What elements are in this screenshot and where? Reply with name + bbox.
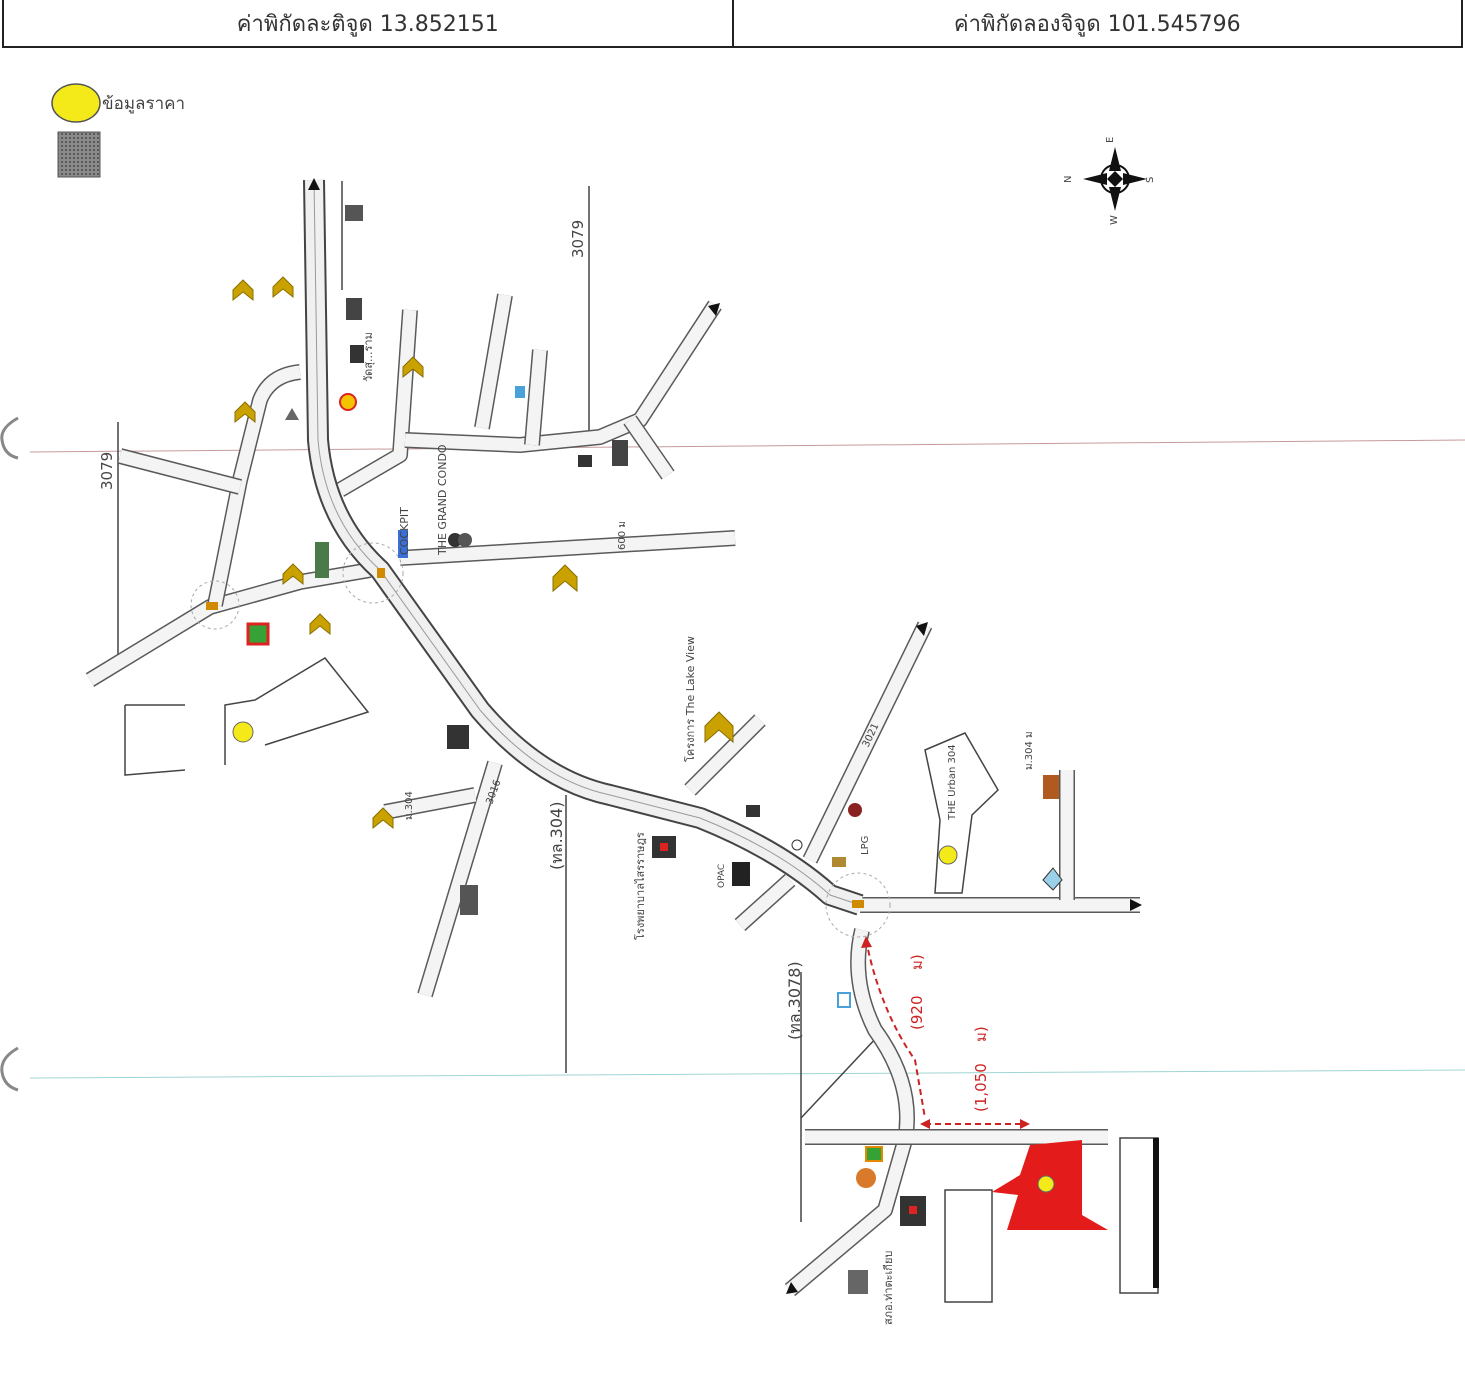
longitude-label: ค่าพิกัดลองจิจูด 101.545796 <box>731 0 1462 46</box>
price-marker-2-icon <box>938 845 958 865</box>
house-icon <box>272 276 294 299</box>
urban-label: THE Urban 304 <box>947 744 958 821</box>
house-icon <box>704 711 734 744</box>
secondary-roads <box>85 293 1140 1297</box>
opac-label: OPAC <box>717 864 727 888</box>
road-arrows <box>308 178 1142 1294</box>
store-icon <box>246 622 270 646</box>
poi-icons <box>206 205 1063 1294</box>
temple-icon <box>350 345 364 363</box>
traffic-light-icon <box>206 602 218 610</box>
arrow-east-icon <box>1130 899 1142 911</box>
compass-rose-icon: E N S W <box>1063 137 1156 225</box>
scan-line-top <box>29 439 1465 453</box>
market-icon <box>856 1168 876 1188</box>
traffic-light-icon <box>377 568 385 578</box>
distance-1050-unit: ม) <box>972 1026 990 1042</box>
price-marker-3-icon <box>1037 1175 1055 1193</box>
coordinate-header: ค่าพิกัดละติจูด 13.852151 ค่าพิกัดลองจิจ… <box>2 0 1463 48</box>
shop-icon <box>315 542 329 578</box>
cockpit-icon <box>398 530 408 558</box>
building-icon <box>447 725 469 749</box>
distance-labels: (920 ม) (1,050 ม) <box>908 954 990 1112</box>
condo-icon <box>448 533 462 547</box>
road-3078-label: (ทล.3078) <box>785 961 804 1040</box>
shell-station-icon <box>339 393 357 411</box>
opac-icon <box>732 862 750 886</box>
building-icon <box>460 885 478 915</box>
hospital-label: โรงพยาบาลไสรราษฎร <box>633 832 647 940</box>
car-icon <box>578 455 592 467</box>
grand-condo-label: THE GRAND CONDO <box>436 444 449 556</box>
temple-label: วัดสุ...ราม <box>362 332 375 382</box>
punch-hole-bottom <box>0 1046 19 1092</box>
legend-pattern-swatch <box>57 131 101 178</box>
distance-lines <box>861 936 1030 1129</box>
compass-e: E <box>1105 137 1116 143</box>
soi-600-label: 600 ม <box>617 521 628 550</box>
roundabouts <box>190 542 891 938</box>
soi-304b-label: ม.304 ม <box>1024 731 1035 770</box>
legend-price-label: ข้อมูลราคา <box>102 94 185 114</box>
legend-price-marker-icon <box>51 83 101 123</box>
house-icon <box>552 564 578 593</box>
building-icon <box>612 440 628 466</box>
police-icon <box>848 1270 868 1294</box>
legend: ข้อมูลราคา <box>51 83 185 178</box>
land-blocks <box>124 657 1159 1303</box>
building-icon <box>346 298 362 320</box>
lake-view-label: โครงการ The Lake View <box>683 636 697 762</box>
main-road-304 <box>303 179 864 916</box>
house-icon <box>402 356 424 379</box>
fire-icon <box>1043 775 1059 799</box>
house-icon <box>309 613 331 636</box>
food-icon <box>848 803 862 817</box>
compass-s: S <box>1145 177 1156 183</box>
distance-1050-label: (1,050 <box>972 1063 990 1112</box>
police-station-label: สภอ.ท่าตะเกียบ <box>882 1251 895 1325</box>
lpg-label: LPG <box>860 836 871 855</box>
post-office-icon <box>837 992 851 1008</box>
shop-icon <box>791 839 803 851</box>
arrow-3021-icon <box>916 622 928 636</box>
price-marker-1-icon <box>232 721 254 743</box>
house-icon <box>372 807 394 830</box>
house-icon <box>282 563 304 586</box>
scan-line-bottom <box>29 1069 1465 1079</box>
house-icons <box>232 276 734 830</box>
punch-hole-top <box>0 416 19 460</box>
latitude-label: ค่าพิกัดละติจูด 13.852151 <box>236 11 499 37</box>
distance-920-unit: ม) <box>908 954 926 970</box>
price-markers <box>232 721 1055 1193</box>
road-3079-top-label: 3079 <box>569 220 587 258</box>
thin-lines <box>117 181 879 1222</box>
lpg-icon <box>832 857 846 867</box>
seven-eleven-icon <box>865 1146 883 1162</box>
building-icon <box>515 386 525 398</box>
car-icon <box>746 805 760 817</box>
arrow-north-icon <box>308 178 320 190</box>
distance-920-label: (920 <box>908 996 926 1030</box>
road-3079-left-label: 3079 <box>98 452 116 490</box>
house-icon <box>232 279 254 302</box>
arrow-ne-icon <box>708 303 720 316</box>
building-icon <box>345 205 363 221</box>
road-304-label: (ทล.304) <box>547 802 566 870</box>
arrow-sw-icon <box>786 1282 798 1294</box>
cockpit-label: COCKPIT <box>398 507 411 555</box>
traffic-light-icon <box>852 900 864 908</box>
house-icon <box>234 401 256 424</box>
soi-304-label: ม.304 <box>404 791 415 820</box>
place-labels: วัดสุ...ราม THE GRAND CONDO COCKPIT โครง… <box>362 332 958 1325</box>
shrine-icon <box>285 408 299 420</box>
building-icon <box>1042 867 1063 891</box>
compass-w: W <box>1109 215 1120 225</box>
compass-n: N <box>1063 176 1074 183</box>
